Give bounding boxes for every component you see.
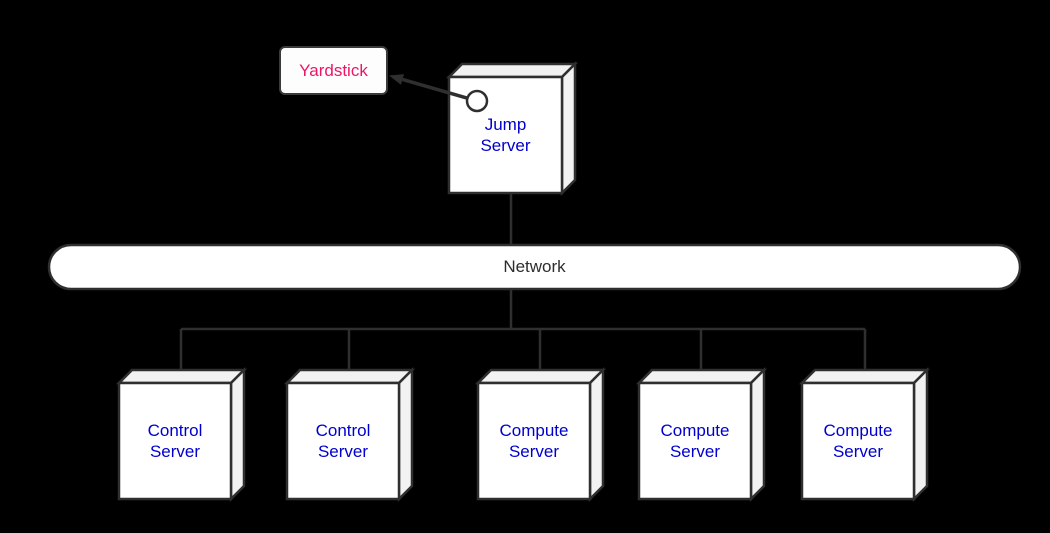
compute-server-3-node: [798, 366, 931, 503]
compute-server-1-front-face: [476, 381, 592, 501]
jump-server-top-face: [445, 62, 579, 79]
control-server-2-node: [283, 366, 416, 503]
compute-server-1-node: [474, 366, 607, 503]
compute-server-2-node: [635, 366, 768, 503]
control-server-2-top-face: [283, 368, 416, 385]
arrow-head: [389, 74, 404, 85]
compute-server-2-front-face: [637, 381, 753, 501]
port-circle-icon: [465, 89, 489, 113]
control-server-1-top-face: [115, 368, 248, 385]
compute-server-3-top-face: [798, 368, 931, 385]
compute-server-1-right-face: [588, 366, 605, 503]
compute-server-3-right-face: [912, 366, 929, 503]
jump-server-node: [445, 60, 579, 197]
control-server-1-right-face: [229, 366, 246, 503]
compute-server-2-top-face: [635, 368, 768, 385]
control-server-1-front-face: [117, 381, 233, 501]
control-server-1-node: [115, 366, 248, 503]
compute-server-3-front-face: [800, 381, 916, 501]
compute-server-2-right-face: [749, 366, 766, 503]
yardstick-node: [279, 46, 388, 95]
control-server-2-right-face: [397, 366, 414, 503]
network-node: [47, 243, 1022, 291]
compute-server-1-top-face: [474, 368, 607, 385]
jump-server-front-face: [447, 75, 564, 195]
jump-server-right-face: [560, 60, 577, 197]
arrow-jumpserver-yardstick: [402, 77, 468, 100]
control-server-2-front-face: [285, 381, 401, 501]
